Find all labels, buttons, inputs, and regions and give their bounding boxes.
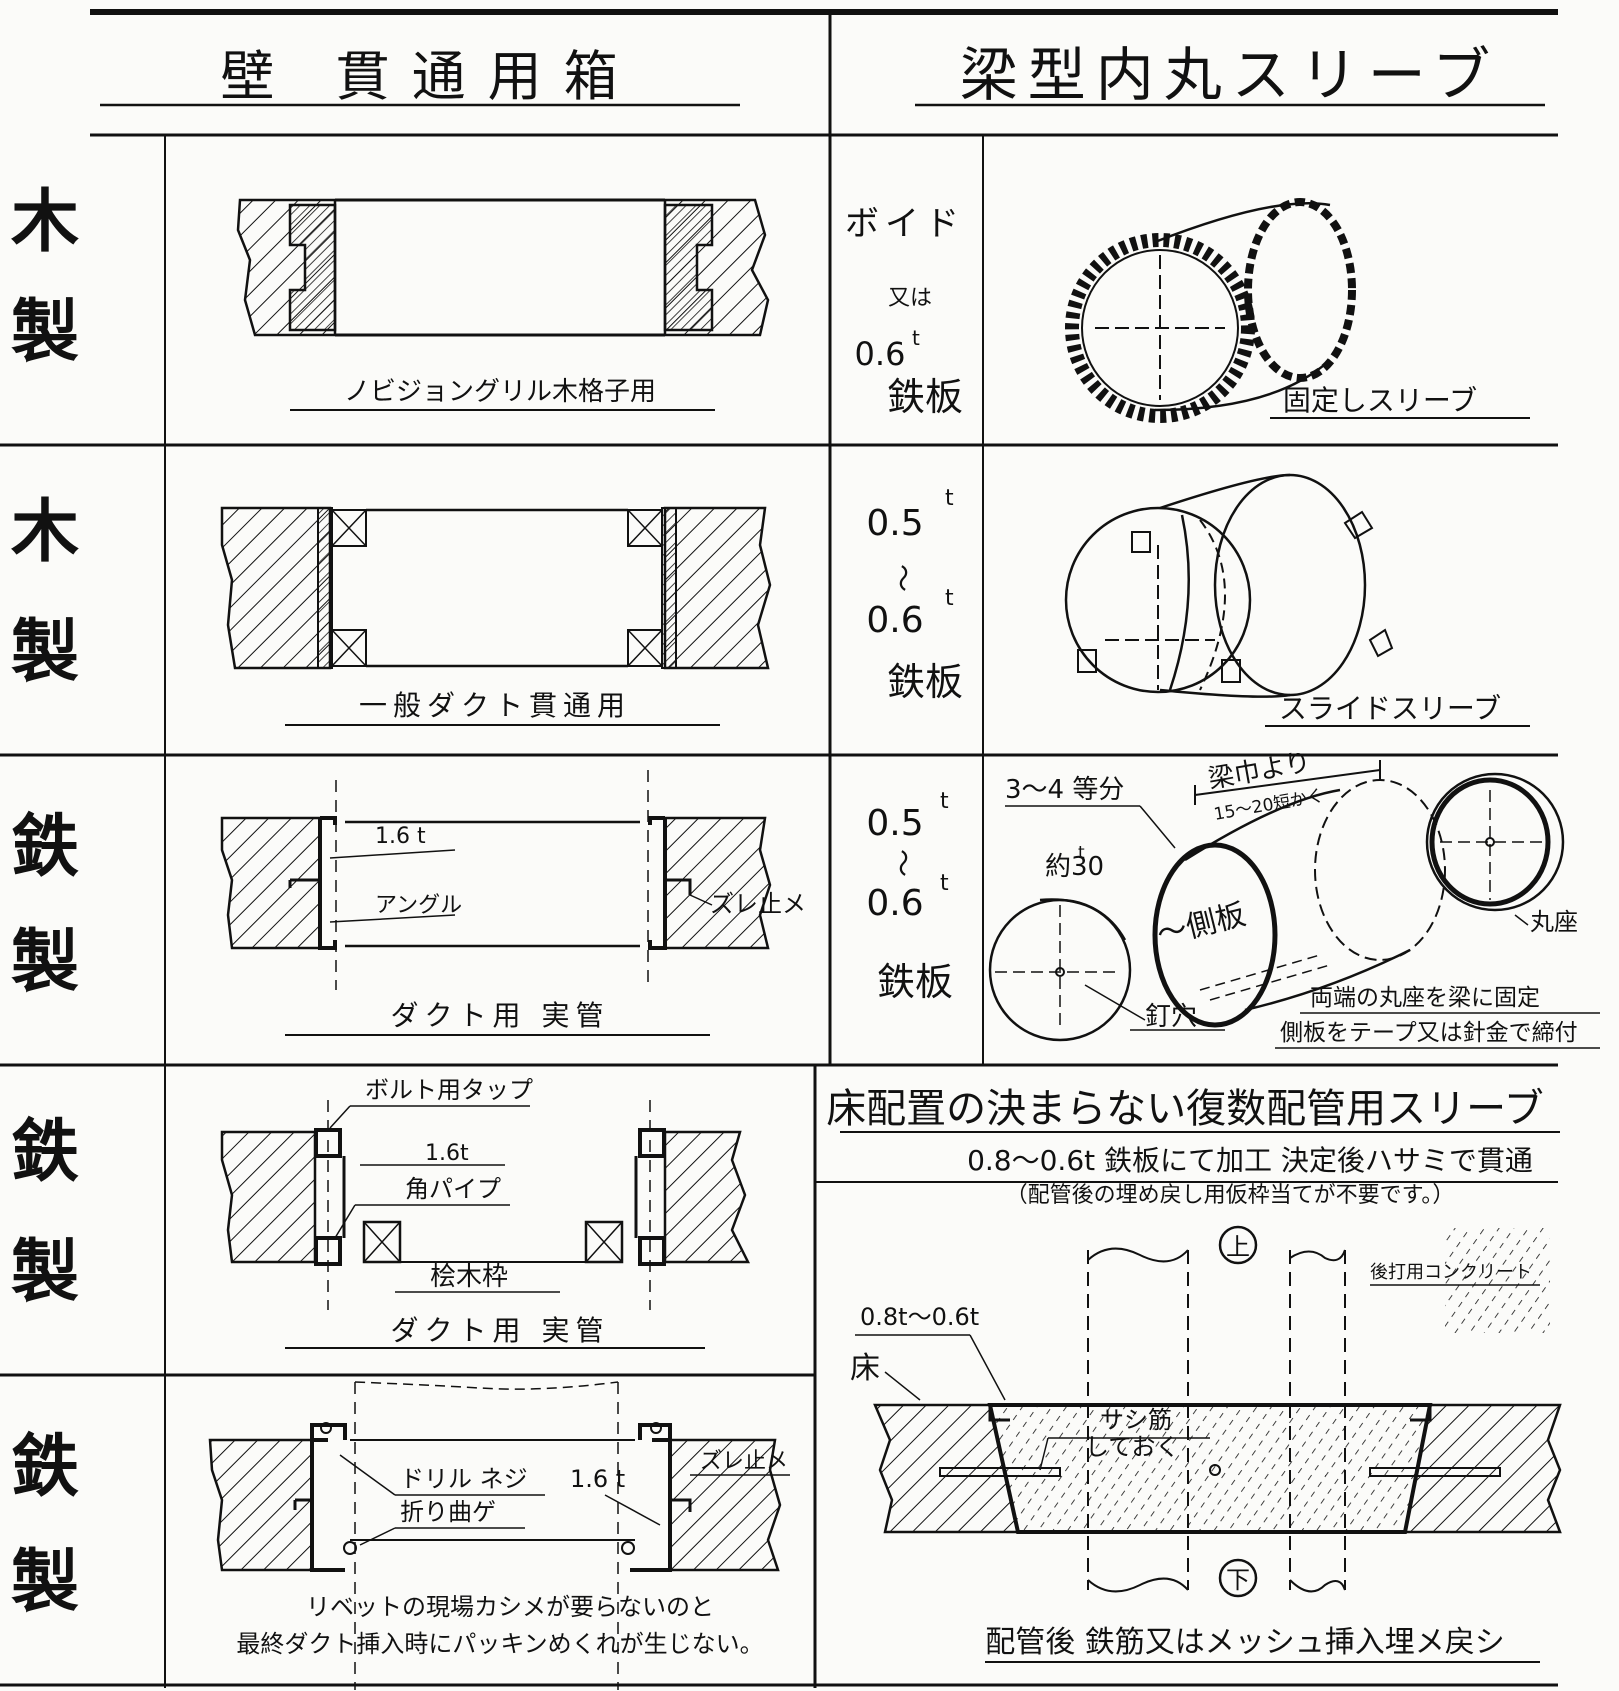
material-label-row-4: 鉄 製 <box>11 1112 79 1312</box>
label-side-plate: 〜側板 <box>1153 897 1249 953</box>
label-post-pour-concrete: 後打用コンクリート <box>1370 1262 1532 1283</box>
caption-duct-pipe-1: ダクト用 実管 <box>391 999 610 1032</box>
assembled-sleeve-drawing <box>988 760 1565 1042</box>
material-label-char-1: 鉄 <box>11 1427 79 1507</box>
label-shorter: 15〜20短かく <box>1212 786 1325 825</box>
label-angle: アングル <box>375 893 462 918</box>
spec-material: 鉄板 <box>877 960 953 1004</box>
spec-range: 〜 <box>886 564 919 592</box>
material-label-char-1: 鉄 <box>11 1112 79 1192</box>
floor-sleeve-drawing <box>873 1225 1562 1598</box>
header-right: 梁型内丸スリーブ <box>960 41 1501 109</box>
label-up: 上 <box>1226 1233 1250 1261</box>
label-bent: 折り曲ゲ <box>400 1498 496 1526</box>
label-drill-screw: ドリル ネジ <box>400 1465 528 1493</box>
spec-thickness-unit-min: t <box>940 789 949 814</box>
material-label-row-1: 木 製 <box>11 182 79 372</box>
material-label-char-2: 製 <box>11 1542 79 1622</box>
label-square-pipe: 角パイプ <box>405 1175 501 1203</box>
label-nail-hole: 釘穴 <box>1145 1002 1197 1032</box>
label-dowel-bar: サシ筋 <box>1100 1406 1172 1434</box>
spec-range: 〜 <box>886 849 919 877</box>
label-bolt-tap: ボルト用タップ <box>365 1076 533 1104</box>
caption-fixed-sleeve: 固定しスリーブ <box>1283 384 1477 417</box>
note-no-rivet: リベットの現場カシメが要らないのと <box>306 1593 714 1621</box>
label-cypress-frame: 桧木枠 <box>430 1262 508 1292</box>
label-equal-division: 3〜4 等分 <box>1005 775 1124 805</box>
caption-grille: ノビジョングリル木格子用 <box>344 377 656 407</box>
label-down: 下 <box>1226 1566 1250 1594</box>
label-thickness-1-6: 1.6t <box>425 1141 469 1166</box>
caption-duct-pipe-2: ダクト用 実管 <box>391 1314 610 1347</box>
floor-panel-caption: 配管後 鉄筋又はメッシュ挿入埋メ戻シ <box>985 1625 1505 1660</box>
slide-sleeve-drawing <box>1064 473 1394 698</box>
spec-thickness-unit-min: t <box>945 486 954 511</box>
label-round-seat: 丸座 <box>1530 908 1578 936</box>
material-label-char-2: 製 <box>11 1232 79 1312</box>
spec-thickness-unit: t <box>912 326 920 350</box>
wall-box-wood-duct <box>220 506 772 670</box>
spec-thickness-max: 0.6 <box>866 600 923 641</box>
spec-material: 鉄板 <box>887 660 963 704</box>
caption-general-duct: 一般ダクト貫通用 <box>359 689 631 722</box>
floor-panel-subtitle: 0.8〜0.6t 鉄板にて加工 決定後ハサミで貫通 <box>967 1144 1533 1177</box>
wall-box-steel-square-pipe <box>220 1100 751 1310</box>
material-label-char-1: 鉄 <box>11 807 79 887</box>
spec-thickness: 0.6 <box>855 335 906 373</box>
material-label-char-2: 製 <box>11 292 79 372</box>
material-label-char-1: 木 <box>11 492 79 572</box>
spec-material: 鉄板 <box>887 375 963 419</box>
spec-thickness-min: 0.5 <box>866 803 923 844</box>
wall-box-steel-angle <box>220 770 772 990</box>
material-label-row-2: 木 製 <box>11 492 79 692</box>
spec-thickness-unit-max: t <box>945 586 954 611</box>
material-label-char-2: 製 <box>11 612 79 692</box>
wall-box-wood-grille <box>236 198 770 337</box>
label-approx-30-unit: t <box>1078 843 1085 863</box>
label-plate-thickness: 0.8t〜0.6t <box>860 1303 979 1331</box>
label-dowel-bar-sub: しておく <box>1085 1433 1180 1461</box>
label-thickness-1-6: 1.6 t <box>375 824 426 849</box>
material-label-char-1: 木 <box>11 182 79 262</box>
note-tie-plate: 側板をテープ又は針金で締付 <box>1280 1020 1578 1046</box>
label-slip-stopper: ズレ止メ <box>700 1449 788 1474</box>
label-floor: 床 <box>850 1351 880 1386</box>
table-grid <box>0 9 1558 1688</box>
floor-panel-title: 床配置の決まらない復数配管用スリーブ <box>826 1086 1544 1132</box>
caption-slide-sleeve: スライドスリーブ <box>1279 692 1501 725</box>
spec-thickness-min: 0.5 <box>866 503 923 544</box>
label-approx-30: 約30 <box>1045 852 1104 882</box>
spec-void: ボイド <box>845 204 965 244</box>
label-slip-stopper: ズレ止メ <box>710 890 806 918</box>
material-label-char-2: 製 <box>11 922 79 1002</box>
spec-thickness-unit-max: t <box>940 871 949 896</box>
floor-panel-note: （配管後の埋め戻し用仮枠当てが不要です。） <box>1006 1183 1455 1208</box>
header-left: 壁 貫通用箱 <box>220 45 639 108</box>
note-no-packing-peel: 最終ダクト挿入時にパッキンめくれが生じない。 <box>236 1630 763 1658</box>
material-label-row-3: 鉄 製 <box>11 807 79 1002</box>
note-fix-seat: 両端の丸座を梁に固定 <box>1310 985 1540 1011</box>
fixed-sleeve-drawing <box>1065 198 1356 423</box>
material-label-row-5: 鉄 製 <box>11 1427 79 1622</box>
spec-or: 又は <box>888 286 932 311</box>
wall-box-steel-folded <box>208 1381 782 1690</box>
label-thickness-1-6: 1.6 t <box>570 1465 625 1493</box>
spec-thickness-max: 0.6 <box>866 883 923 924</box>
